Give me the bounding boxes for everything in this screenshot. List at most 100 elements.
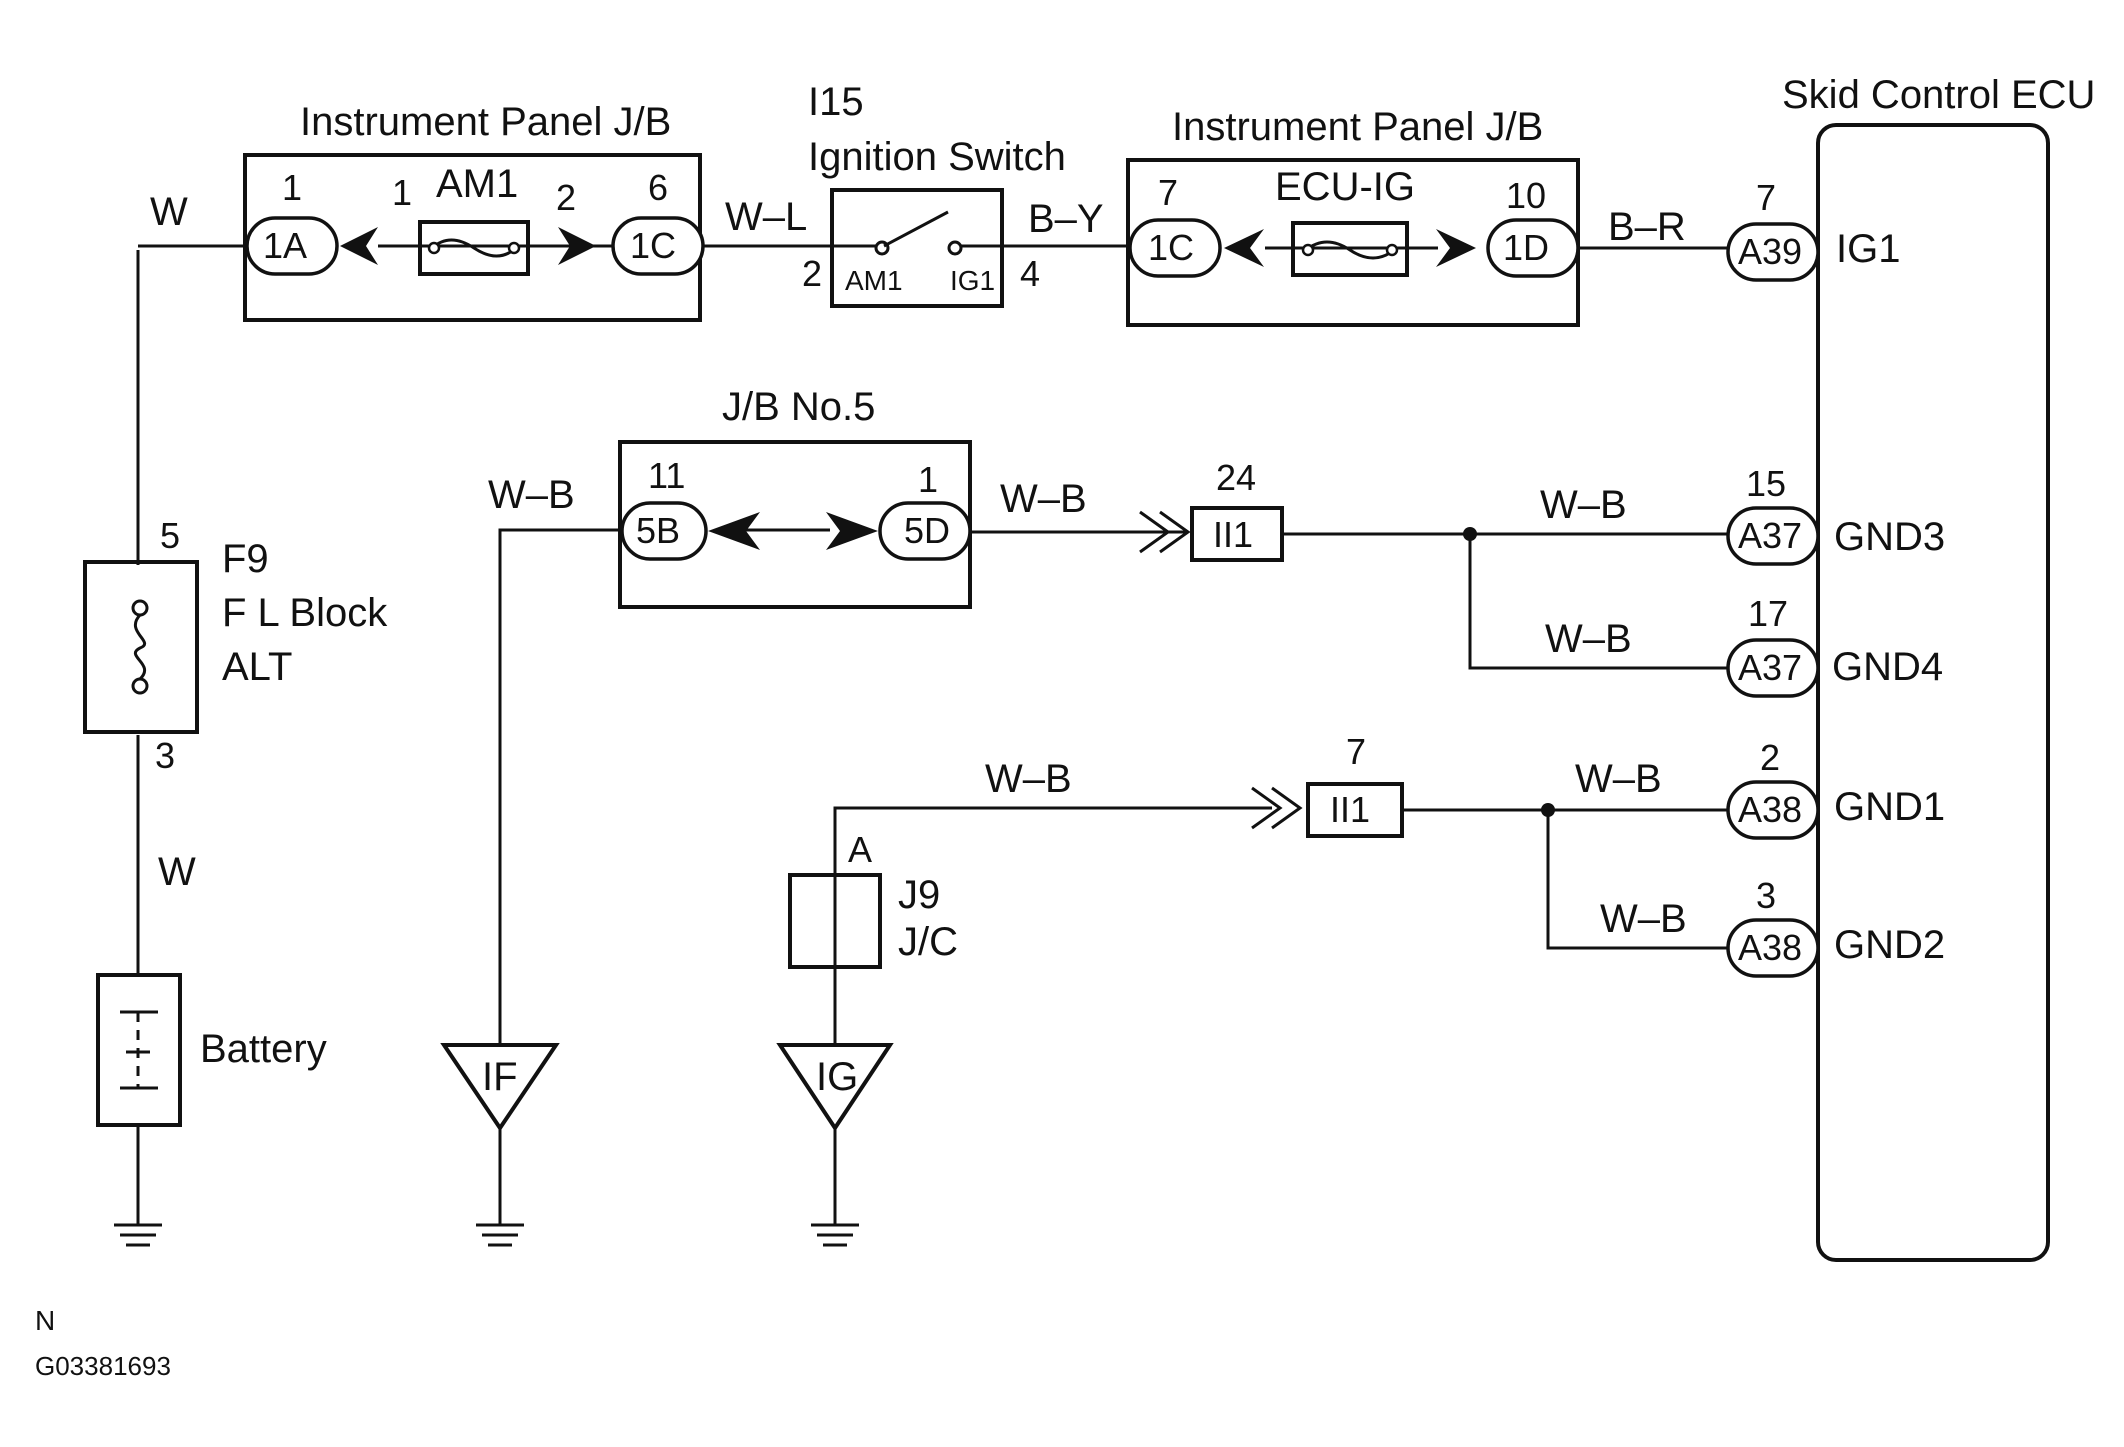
ground-point-label: IF: [482, 1055, 518, 1099]
ecu-pin-number: 7: [1756, 177, 1776, 218]
ground-triangle-icon: [776, 1043, 894, 1132]
ecu-pin-gnd2: 3 A38 GND2: [1726, 875, 1945, 978]
fusible-link-name: F L Block: [222, 591, 388, 635]
fuse-am1-icon: [431, 238, 517, 258]
ecu-pin-gnd1: 2 A38 GND1: [1726, 737, 1945, 840]
ignition-switch-id: I15: [808, 80, 864, 124]
fusible-link-element-icon: [133, 613, 147, 681]
ignition-switch-term-right: IG1: [950, 265, 995, 296]
ecu-pin-name: GND4: [1832, 645, 1943, 689]
ip-jb-right-pin-out: 10: [1506, 175, 1546, 216]
inline-connector-arrow-icon: [1251, 786, 1303, 830]
ip-jb-left-arrow-out-icon: [558, 227, 596, 265]
ecu-pin-conn: A38: [1738, 789, 1802, 830]
fusible-link-pin-top: 5: [160, 515, 180, 556]
battery-label: Battery: [200, 1027, 327, 1071]
ecu-pin-number: 17: [1748, 593, 1788, 634]
jb5-arrow-out-icon: [826, 512, 878, 550]
wire-label-w-l: W–L: [725, 195, 807, 239]
jb5-conn-out: 5D: [904, 510, 950, 551]
jb5-pin-out: 1: [918, 459, 938, 500]
junction-connector-j9: A J9 J/C: [788, 829, 958, 969]
jb-no5: J/B No.5 11 5B 1 5D: [618, 385, 972, 609]
ignition-switch-pin-left: 2: [802, 253, 822, 294]
ip-jb-left-title: Instrument Panel J/B: [300, 100, 671, 144]
ground-point-if: IF: [440, 1043, 560, 1247]
skid-control-ecu: Skid Control ECU: [1782, 73, 2095, 1262]
ip-jb-left-pin-in: 1: [282, 167, 302, 208]
wires: [136, 244, 1730, 1225]
instrument-panel-jb-left: Instrument Panel J/B 1 1A 1 AM1 2 6 1C: [243, 100, 705, 322]
ip-jb-right-arrow-out-icon: [1436, 229, 1476, 267]
ecu-pin-conn: A37: [1738, 515, 1802, 556]
wire-label-wb-gnd3: W–B: [1540, 483, 1627, 527]
wire-label-wb-gnd1: W–B: [1575, 757, 1662, 801]
ip-jb-right-pin-in: 7: [1158, 172, 1178, 213]
wire-label-b-r: B–R: [1608, 205, 1686, 249]
footer-code-letter: N: [35, 1305, 55, 1336]
ip-jb-right-arrow-in-icon: [1224, 229, 1264, 267]
ecu-pin-gnd4: 17 A37 GND4: [1726, 593, 1943, 698]
inline-connector-id: II1: [1330, 789, 1370, 830]
wire-label-w-top: W: [150, 190, 188, 234]
splice-point-2: [1541, 803, 1555, 817]
ecu-pin-name: GND2: [1834, 923, 1945, 967]
ignition-switch-term-left: AM1: [845, 265, 903, 296]
wire-label-wb-jb5-out: W–B: [1000, 477, 1087, 521]
inline-connector-ii1-24: II1 24: [1139, 457, 1284, 562]
footer-figure-code: G03381693: [35, 1351, 171, 1381]
ip-jb-right-conn-in: 1C: [1148, 227, 1194, 268]
ecu-pin-conn: A39: [1738, 231, 1802, 272]
ignition-switch-contact-icon: [883, 210, 949, 248]
ecu-pin-number: 15: [1746, 463, 1786, 504]
ecu-title: Skid Control ECU: [1782, 73, 2095, 117]
splice-point-1: [1463, 527, 1477, 541]
ip-jb-right-conn-out: 1D: [1503, 227, 1549, 268]
fusible-link-id: F9: [222, 537, 269, 581]
ecu-pin-number: 3: [1756, 875, 1776, 916]
ip-jb-left-pin-out: 6: [648, 167, 668, 208]
battery: Battery: [96, 973, 327, 1127]
ecu-pin-name: IG1: [1836, 227, 1900, 271]
ignition-switch-title: Ignition Switch: [808, 135, 1066, 179]
ground-triangle-icon: [440, 1043, 560, 1132]
jb5-conn-in: 5B: [636, 510, 680, 551]
ip-jb-left-fuse-label: AM1: [436, 162, 518, 206]
ip-jb-right-fuse-label: ECU-IG: [1275, 165, 1415, 209]
ip-jb-right-title: Instrument Panel J/B: [1172, 105, 1543, 149]
ip-jb-left-fuse-in-pin: 1: [392, 172, 412, 213]
inline-connector-pin: 7: [1346, 731, 1366, 772]
wire-label-wb-if: W–B: [488, 473, 575, 517]
jb5-arrow-in-icon: [708, 512, 760, 550]
ground-point-label: IG: [816, 1055, 858, 1099]
junction-pin: A: [848, 829, 872, 870]
wire-label-wb-gnd2: W–B: [1600, 897, 1687, 941]
ip-jb-left-conn-out: 1C: [630, 225, 676, 266]
inline-connector-id: II1: [1213, 514, 1253, 555]
fusible-link-pin-bottom: 3: [155, 735, 175, 776]
ecu-pin-conn: A37: [1738, 647, 1802, 688]
wire-label-b-y: B–Y: [1028, 197, 1104, 241]
ignition-switch-pin-right: 4: [1020, 253, 1040, 294]
ecu-pin-gnd3: 15 A37 GND3: [1726, 463, 1945, 566]
inline-connector-ii1-7: II1 7: [1251, 731, 1404, 838]
inline-connector-arrow-icon: [1139, 510, 1191, 554]
ecu-pin-ig1: 7 A39 IG1: [1726, 177, 1900, 282]
ecu-pin-conn: A38: [1738, 927, 1802, 968]
ignition-switch: I15 Ignition Switch AM1 IG1 2 4: [802, 80, 1066, 308]
wire-wb-if: [498, 528, 620, 1045]
jb5-title: J/B No.5: [722, 385, 875, 429]
ecu-pin-name: GND1: [1834, 785, 1945, 829]
ecu-pin-name: GND3: [1834, 515, 1945, 559]
junction-id: J9: [898, 873, 940, 917]
ip-jb-left-fuse-out-pin: 2: [556, 177, 576, 218]
wire-label-w-bottom: W: [158, 850, 196, 894]
fusible-link-f9: 5 3 F9 F L Block ALT: [83, 515, 388, 776]
wire-wb-gnd2: [1546, 810, 1728, 950]
wire-label-wb-gnd4: W–B: [1545, 617, 1632, 661]
wire-label-wb-j9: W–B: [985, 757, 1072, 801]
fusible-link-fuse: ALT: [222, 645, 292, 689]
ground-point-ig: IG: [776, 1043, 894, 1247]
ecu-pin-number: 2: [1760, 737, 1780, 778]
